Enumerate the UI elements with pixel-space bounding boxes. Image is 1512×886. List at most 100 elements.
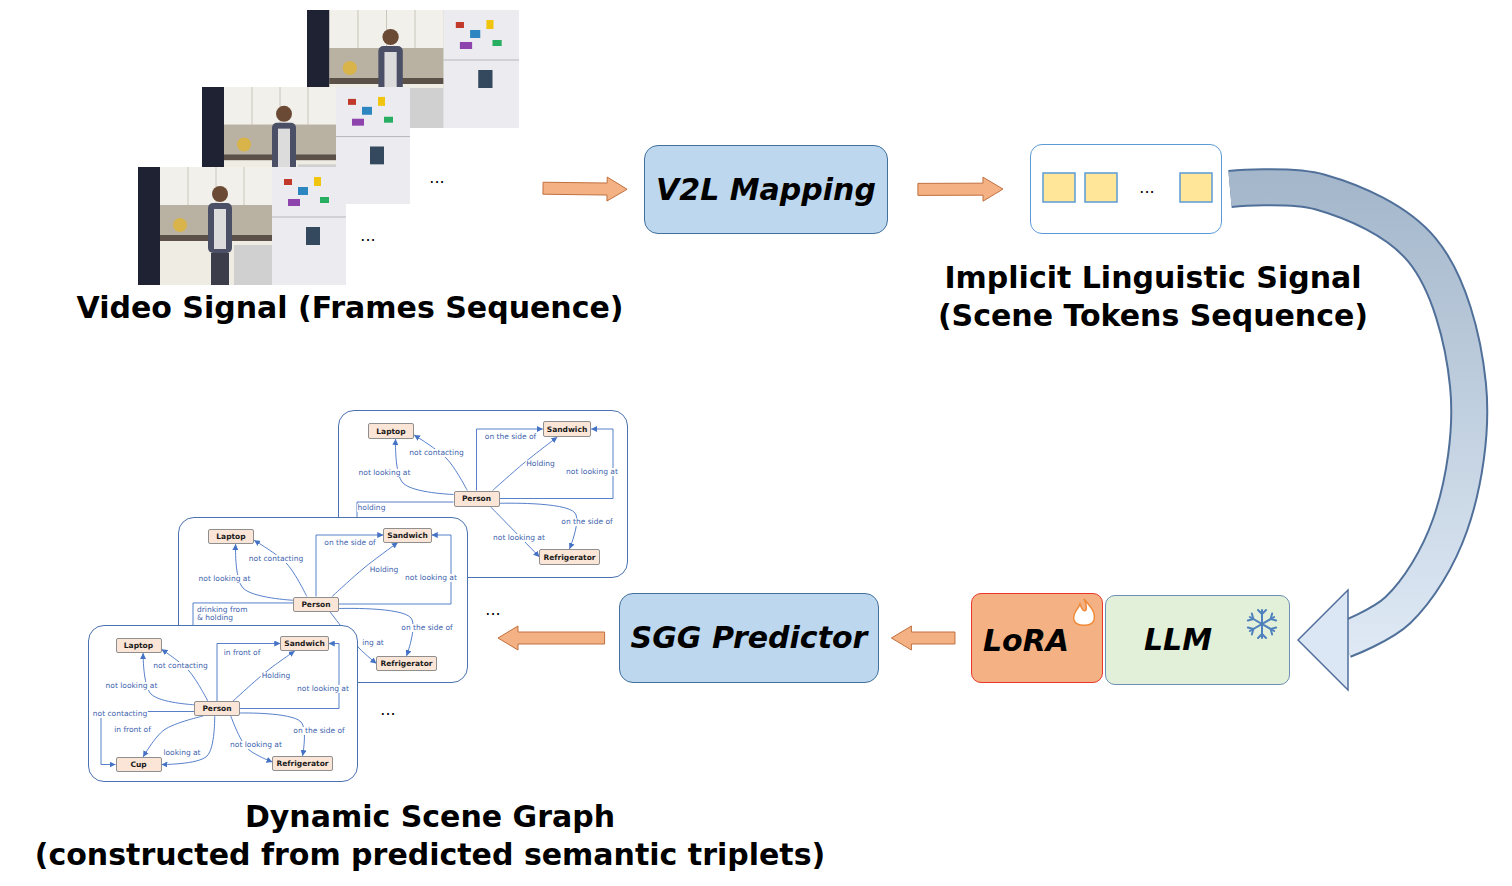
- relation-arrow: [493, 437, 558, 491]
- node-label: Person: [202, 704, 231, 713]
- video-frames: Video Signal (Frames Sequence): [138, 10, 519, 285]
- edge-label: on the side of: [323, 539, 376, 547]
- caption: Video Signal (Frames Sequence): [40, 290, 660, 326]
- ellipsis: ...: [360, 228, 375, 244]
- relation-arrow: [233, 651, 295, 701]
- snowflake-icon: [1248, 610, 1276, 638]
- object-node: Laptop: [368, 423, 414, 439]
- object-node: Person: [293, 597, 339, 612]
- scene-token: [1180, 173, 1212, 202]
- object-node: Laptop: [116, 638, 162, 653]
- object-node: Cup: [116, 757, 162, 772]
- box-label: SGG Predictor: [631, 620, 868, 656]
- figure-caption: Dynamic Scene Graph (constructed from pr…: [10, 798, 850, 874]
- edge-label: on the side of: [484, 433, 537, 441]
- relation-arrow: [231, 716, 273, 762]
- edge-label: not looking at: [198, 575, 252, 583]
- object-node: Sandwich: [543, 421, 591, 437]
- spacer: [853, 259, 923, 297]
- flow-arrow-shape: [543, 177, 627, 201]
- spacer: [640, 798, 850, 836]
- flow-arrow-shape: [498, 626, 605, 650]
- node-label: Sandwich: [284, 639, 324, 648]
- edge-label: on the side of: [560, 518, 613, 526]
- process-box: V2L Mapping: [644, 145, 888, 234]
- relation-arrow: [162, 649, 208, 701]
- flow-arrow: [918, 177, 1003, 201]
- edge-label: not looking at: [105, 682, 159, 690]
- ellipsis: ...: [485, 602, 500, 618]
- node-label: Sandwich: [387, 531, 427, 540]
- edge-label: not contacting: [408, 449, 464, 457]
- edge-label: not contacting: [152, 662, 208, 670]
- scene-token: [1043, 173, 1075, 202]
- flow-arrow: [498, 626, 605, 650]
- node-label: Person: [301, 600, 330, 609]
- token-box: ...Implicit Linguistic Signal (Scene Tok…: [1030, 144, 1222, 234]
- relation-arrow: [500, 503, 577, 549]
- box-label: V2L Mapping: [656, 172, 876, 208]
- edge-label: in front of: [113, 726, 152, 734]
- edge-label: holding: [357, 504, 387, 512]
- node-label: Refrigerator: [380, 659, 432, 668]
- edge-label: not looking at: [492, 534, 546, 542]
- relation-arrow: [414, 435, 467, 491]
- flow-arrow: [891, 626, 955, 650]
- graph-panel: Laptop SandwichPersonCup Refrigerator not c…: [88, 625, 358, 782]
- flow-arrow: [543, 177, 627, 201]
- box-label: LoRA: [983, 623, 1069, 659]
- flame-icon: [1074, 599, 1095, 625]
- arrow-band: [1230, 187, 1469, 640]
- relation-arrow: [143, 716, 203, 757]
- node-label: Sandwich: [547, 425, 587, 434]
- node-label: Cup: [130, 760, 146, 769]
- object-node: Refrigerator: [539, 549, 599, 565]
- edge-label: not looking at: [565, 468, 619, 476]
- object-node: Laptop: [208, 529, 254, 544]
- node-label: Laptop: [216, 532, 245, 541]
- edge-label: looking at: [162, 749, 201, 757]
- node-label: Laptop: [376, 427, 405, 436]
- object-node: Refrigerator: [272, 756, 332, 771]
- llm-box: LLM: [1105, 595, 1290, 685]
- arrow-head: [1298, 590, 1348, 690]
- object-node: Person: [454, 491, 500, 507]
- edge-label: on the side of: [292, 727, 345, 735]
- object-node: Sandwich: [280, 636, 328, 651]
- spacer: [1383, 259, 1453, 297]
- process-box: SGG Predictor: [619, 593, 880, 683]
- box-label: ...: [1139, 180, 1154, 196]
- relation-arrow: [490, 507, 539, 558]
- spacer: [10, 798, 220, 836]
- edge-label: not looking at: [229, 741, 283, 749]
- object-node: Sandwich: [383, 528, 431, 543]
- edge-label: not looking at: [404, 574, 458, 582]
- arrow-band-outline: [1230, 187, 1469, 640]
- edge-label: in front of: [223, 649, 262, 657]
- relation-arrow: [162, 716, 215, 765]
- edge-label: on the side of: [400, 624, 453, 632]
- video-frame: [138, 167, 346, 285]
- object-node: Person: [194, 701, 240, 716]
- object-node: Refrigerator: [376, 656, 436, 671]
- edge-label: not looking at: [358, 469, 412, 477]
- edge-label: not contacting: [92, 710, 148, 718]
- flow-arrow-shape: [918, 177, 1003, 201]
- relation-arrow: [236, 544, 293, 600]
- node-label: Person: [462, 494, 491, 503]
- ellipsis: ...: [380, 702, 395, 718]
- scene-tokens: [1043, 173, 1212, 202]
- edge-label: Holding: [369, 566, 400, 574]
- flow-arrow-shape: [891, 626, 955, 650]
- relation-arrow: [143, 653, 194, 705]
- edge-label: drinking from & holding: [197, 606, 251, 622]
- node-label: Refrigerator: [543, 553, 595, 562]
- node-label: Laptop: [124, 641, 153, 650]
- edge-label: Holding: [525, 460, 556, 468]
- edge-label: Holding: [261, 672, 292, 680]
- relation-arrow: [254, 540, 307, 596]
- node-label: Refrigerator: [276, 759, 328, 768]
- scene-token: [1085, 173, 1117, 202]
- caption: Implicit Linguistic Signal (Scene Tokens…: [853, 259, 1453, 335]
